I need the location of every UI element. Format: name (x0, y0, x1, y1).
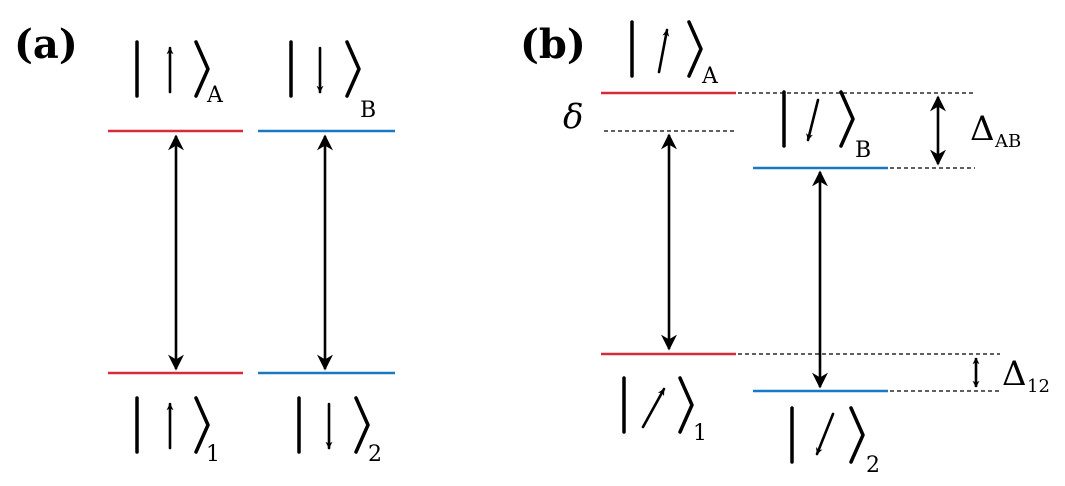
ket-subscript: B (855, 138, 871, 163)
ket-angle (849, 406, 865, 464)
ket-angle (194, 40, 210, 98)
ket-b-2: 2 (790, 406, 880, 478)
ket-subscript: B (360, 98, 376, 123)
splitting-label-AB: Δ AB (970, 109, 1021, 152)
ket-subscript: A (206, 83, 224, 108)
delta-symbol: Δ (1002, 354, 1027, 394)
ket-angle (354, 396, 370, 454)
ket-subscript: 2 (368, 442, 382, 467)
ket-subscript: 1 (693, 421, 707, 446)
ket-a-1: 1 (135, 396, 220, 467)
panel-b-label: (b) (520, 21, 586, 68)
ket-subscript: 1 (206, 442, 220, 467)
ket-b-1: 1 (622, 376, 707, 446)
spin-tilted-down-icon (806, 98, 820, 142)
spin-tilted-down-icon (815, 412, 835, 456)
delta-subscript: AB (994, 131, 1021, 152)
ket-b-B: B (782, 90, 871, 163)
ket-angle (687, 20, 703, 78)
splitting-label-12: Δ 12 (1002, 354, 1050, 397)
ket-angle (194, 396, 210, 454)
delta-subscript: 12 (1027, 376, 1050, 397)
delta-symbol: Δ (970, 109, 995, 149)
ket-subscript: 2 (866, 453, 880, 478)
ket-angle (839, 90, 855, 148)
ket-subscript: A (701, 64, 719, 89)
panel-a-label: (a) (14, 21, 78, 68)
panel-b: (b) A δ B Δ AB (520, 20, 1050, 478)
panel-a: (a) A B 1 (14, 21, 395, 467)
spin-tilted-up-icon (641, 387, 666, 429)
ket-a-2: 2 (297, 396, 382, 467)
ket-angle (678, 376, 694, 434)
spin-tilted-up-icon (657, 28, 670, 74)
ket-b-A: A (630, 20, 719, 89)
ket-a-B: B (289, 40, 376, 123)
ket-a-A: A (135, 40, 224, 108)
shift-delta-label: δ (563, 97, 583, 137)
ket-angle (345, 40, 361, 98)
